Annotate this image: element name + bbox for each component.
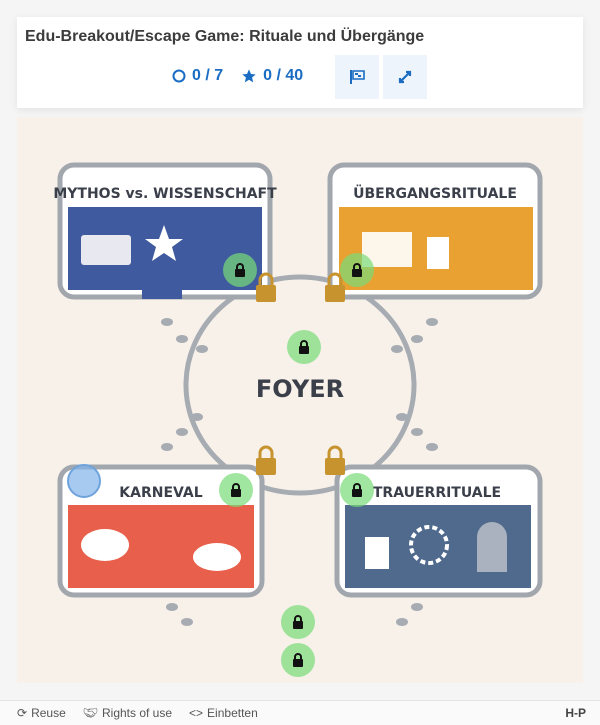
- circle-icon: [172, 69, 186, 83]
- page-title: Edu-Breakout/Escape Game: Rituale und Üb…: [25, 28, 425, 45]
- stats: 0 / 7 0 / 40: [172, 67, 303, 85]
- room-karneval: [57, 464, 265, 598]
- room-title-mythos: MYTHOS vs. WISSENSCHAFT: [53, 186, 277, 202]
- room-title-trauer: TRAUERRITUALE: [373, 485, 501, 501]
- map-illustration: MYTHOS vs. WISSENSCHAFT ÜBERGANGSRITUALE…: [53, 162, 543, 626]
- reuse-icon: ⟳: [17, 706, 28, 720]
- finish-button[interactable]: [335, 55, 379, 99]
- h5p-logo[interactable]: H-P: [565, 706, 586, 720]
- room-title-karneval: KARNEVAL: [119, 485, 202, 501]
- locked-exercise-marker[interactable]: [223, 253, 257, 287]
- lock-icon: [293, 653, 303, 667]
- locked-exercise-marker[interactable]: [281, 643, 315, 677]
- game-map: MYTHOS vs. WISSENSCHAFT ÜBERGANGSRITUALE…: [17, 117, 583, 683]
- room-title-uebergang: ÜBERGANGSRITUALE: [353, 184, 517, 202]
- locked-exercise-marker[interactable]: [219, 473, 253, 507]
- locked-exercise-marker[interactable]: [281, 605, 315, 639]
- flag-icon: [350, 70, 365, 84]
- lock-icon: [235, 263, 245, 277]
- room-trauerrituale: [334, 464, 543, 598]
- room-mythos: [57, 162, 273, 300]
- lock-icons: [256, 272, 345, 475]
- locked-exercise-marker[interactable]: [340, 253, 374, 287]
- expand-icon: [398, 70, 412, 84]
- embed-button[interactable]: <>Einbetten: [189, 706, 258, 720]
- exercise-counter: 0 / 7: [172, 67, 223, 85]
- foyer-title: FOYER: [256, 375, 344, 403]
- footprints: [161, 318, 438, 626]
- rights-button[interactable]: 🤝︎Rights of use: [82, 706, 173, 720]
- lock-icon: [231, 483, 241, 497]
- code-icon: <>: [189, 706, 204, 720]
- player-position[interactable]: [67, 464, 101, 498]
- locked-exercise-marker[interactable]: [340, 473, 374, 507]
- lock-icon: [299, 340, 309, 354]
- score-counter: 0 / 40: [241, 67, 303, 85]
- lock-icon: [293, 615, 303, 629]
- lock-icon: [352, 263, 362, 277]
- fullscreen-button[interactable]: [383, 55, 427, 99]
- reuse-button[interactable]: ⟳Reuse: [17, 706, 66, 720]
- star-icon: [242, 69, 256, 83]
- footer: ⟳Reuse 🤝︎Rights of use <>Einbetten H-P: [0, 700, 600, 725]
- header: Edu-Breakout/Escape Game: Rituale und Üb…: [17, 17, 583, 108]
- lock-icon: [352, 483, 362, 497]
- locked-exercise-marker[interactable]: [287, 330, 321, 364]
- handshake-icon: 🤝︎: [82, 706, 98, 720]
